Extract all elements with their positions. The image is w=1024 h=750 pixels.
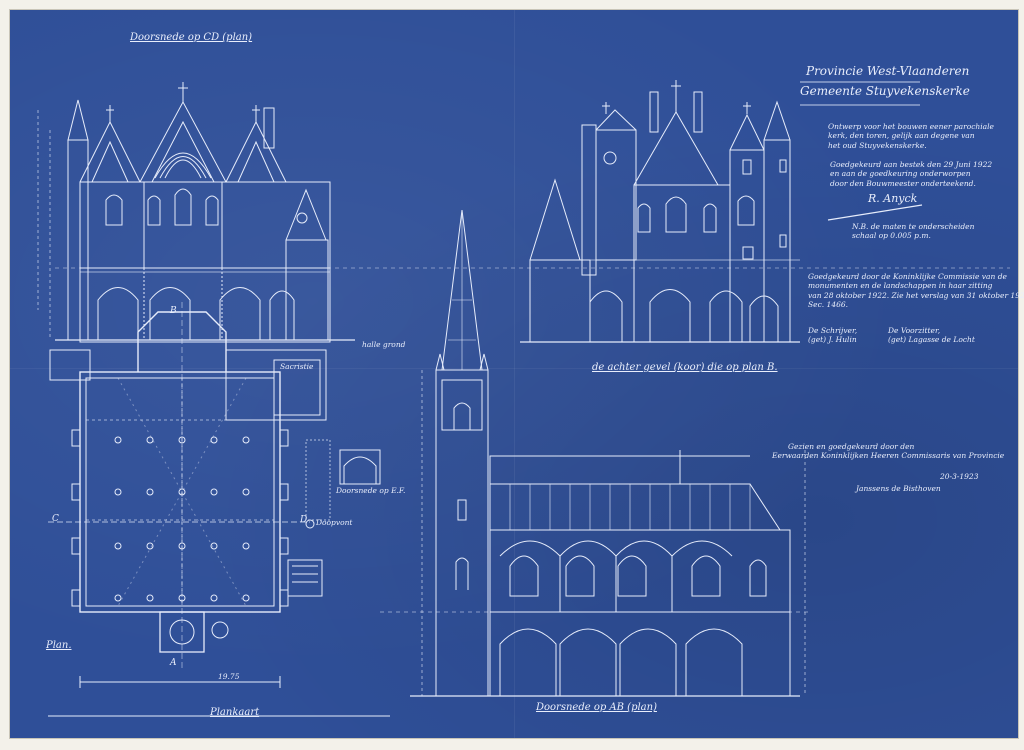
architect-signature: R. Anyck [868, 192, 918, 205]
plan-marker-a: A [170, 658, 177, 668]
label-baptistery: Doopvont [316, 518, 353, 527]
fold-line-vertical [514, 10, 515, 738]
note-governor: Gezien en goedgekeurd door den Eerwaarde… [772, 442, 1004, 461]
chairman-label: De Voorzitter, [888, 326, 941, 335]
blueprint-sheet: Doorsnede op CD (plan) de achter gevel (… [10, 10, 1024, 738]
note-governor-line: Gezien en goedgekeurd door den [788, 442, 915, 451]
church-drawings [37, 80, 1010, 717]
secretary-signature: De Schrijver, (get) J. Hulin [808, 326, 857, 345]
plan-dimension-bottom: 19.75 [218, 672, 240, 681]
label-side-section: Doorsnede op E.F. [336, 486, 406, 495]
note-approved-line: door den Bouwmeester onderteekend. [830, 178, 976, 188]
plan-marker-c: C [52, 514, 59, 524]
note-commission-line: Sec. 1466. [808, 300, 849, 310]
note-design-line: Ontwerp voor het bouwen eener parochiale [828, 122, 994, 131]
secretary-label: De Schrijver, [808, 326, 858, 335]
plan-marker-b: B [170, 306, 177, 316]
note-design-line: het oud Stuyvekenskerke. [828, 140, 927, 150]
chairman-name: (get) Lagasse de Locht [888, 335, 975, 345]
caption-rear-facade: de achter gevel (koor) die op plan B. [592, 362, 778, 373]
signature-stroke [827, 204, 923, 221]
caption-section-cd: Doorsnede op CD (plan) [130, 32, 253, 43]
note-approved: Goedgekeurd aan bestek den 29 Juni 1922 … [830, 160, 992, 188]
note-commission: Goedgekeurd door de Koninklijke Commissi… [808, 272, 1024, 310]
plan-marker-d: D [300, 515, 308, 525]
chairman-signature: De Voorzitter, (get) Lagasse de Locht [888, 326, 975, 345]
governor-signature: Janssens de Bisthoven [856, 484, 941, 493]
note-design: Ontwerp voor het bouwen eener parochiale… [828, 122, 994, 150]
note-approved-line: en aan de goedkeuring onderworpen [830, 169, 971, 179]
title-province: Provincie West-Vlaanderen [806, 64, 970, 78]
section-cd-drawing [37, 82, 1010, 343]
note-commission-line: Goedgekeurd door de Koninklijke Commissi… [808, 272, 1007, 281]
label-sacristy: Sacristie [280, 362, 314, 371]
note-commission-line: monumenten en de landschappen in haar zi… [808, 281, 993, 291]
note-approved-line: Goedgekeurd aan bestek den 29 Juni 1922 [830, 160, 993, 169]
note-design-line: kerk, den toren, gelijk aan degene van [828, 131, 975, 141]
title-municipality: Gemeente Stuyvekenskerke [800, 84, 970, 98]
note-commission-line: van 28 oktober 1922. Zie het verslag van… [808, 290, 1024, 300]
secretary-name: (get) J. Hulin [808, 335, 857, 345]
note-scale: N.B. de maten te onderscheiden schaal op… [852, 222, 974, 241]
caption-section-ab: Doorsnede op AB (plan) [536, 702, 657, 713]
note-governor-line: Eerwaarden Koninklijken Heeren Commissar… [772, 451, 1005, 461]
fold-line-horizontal [10, 368, 1018, 369]
caption-plankaart: Plankaart [210, 707, 260, 718]
note-scale-line: schaal op 0.005 p.m. [852, 231, 931, 241]
caption-plan: Plan. [46, 640, 72, 651]
rear-facade-drawing [520, 80, 800, 343]
floor-plan-drawing [48, 302, 390, 717]
label-ground-level: halle grond [362, 340, 406, 349]
governor-date: 20-3-1923 [940, 472, 979, 481]
section-ab-drawing [380, 209, 810, 697]
note-scale-line: N.B. de maten te onderscheiden [852, 222, 975, 231]
